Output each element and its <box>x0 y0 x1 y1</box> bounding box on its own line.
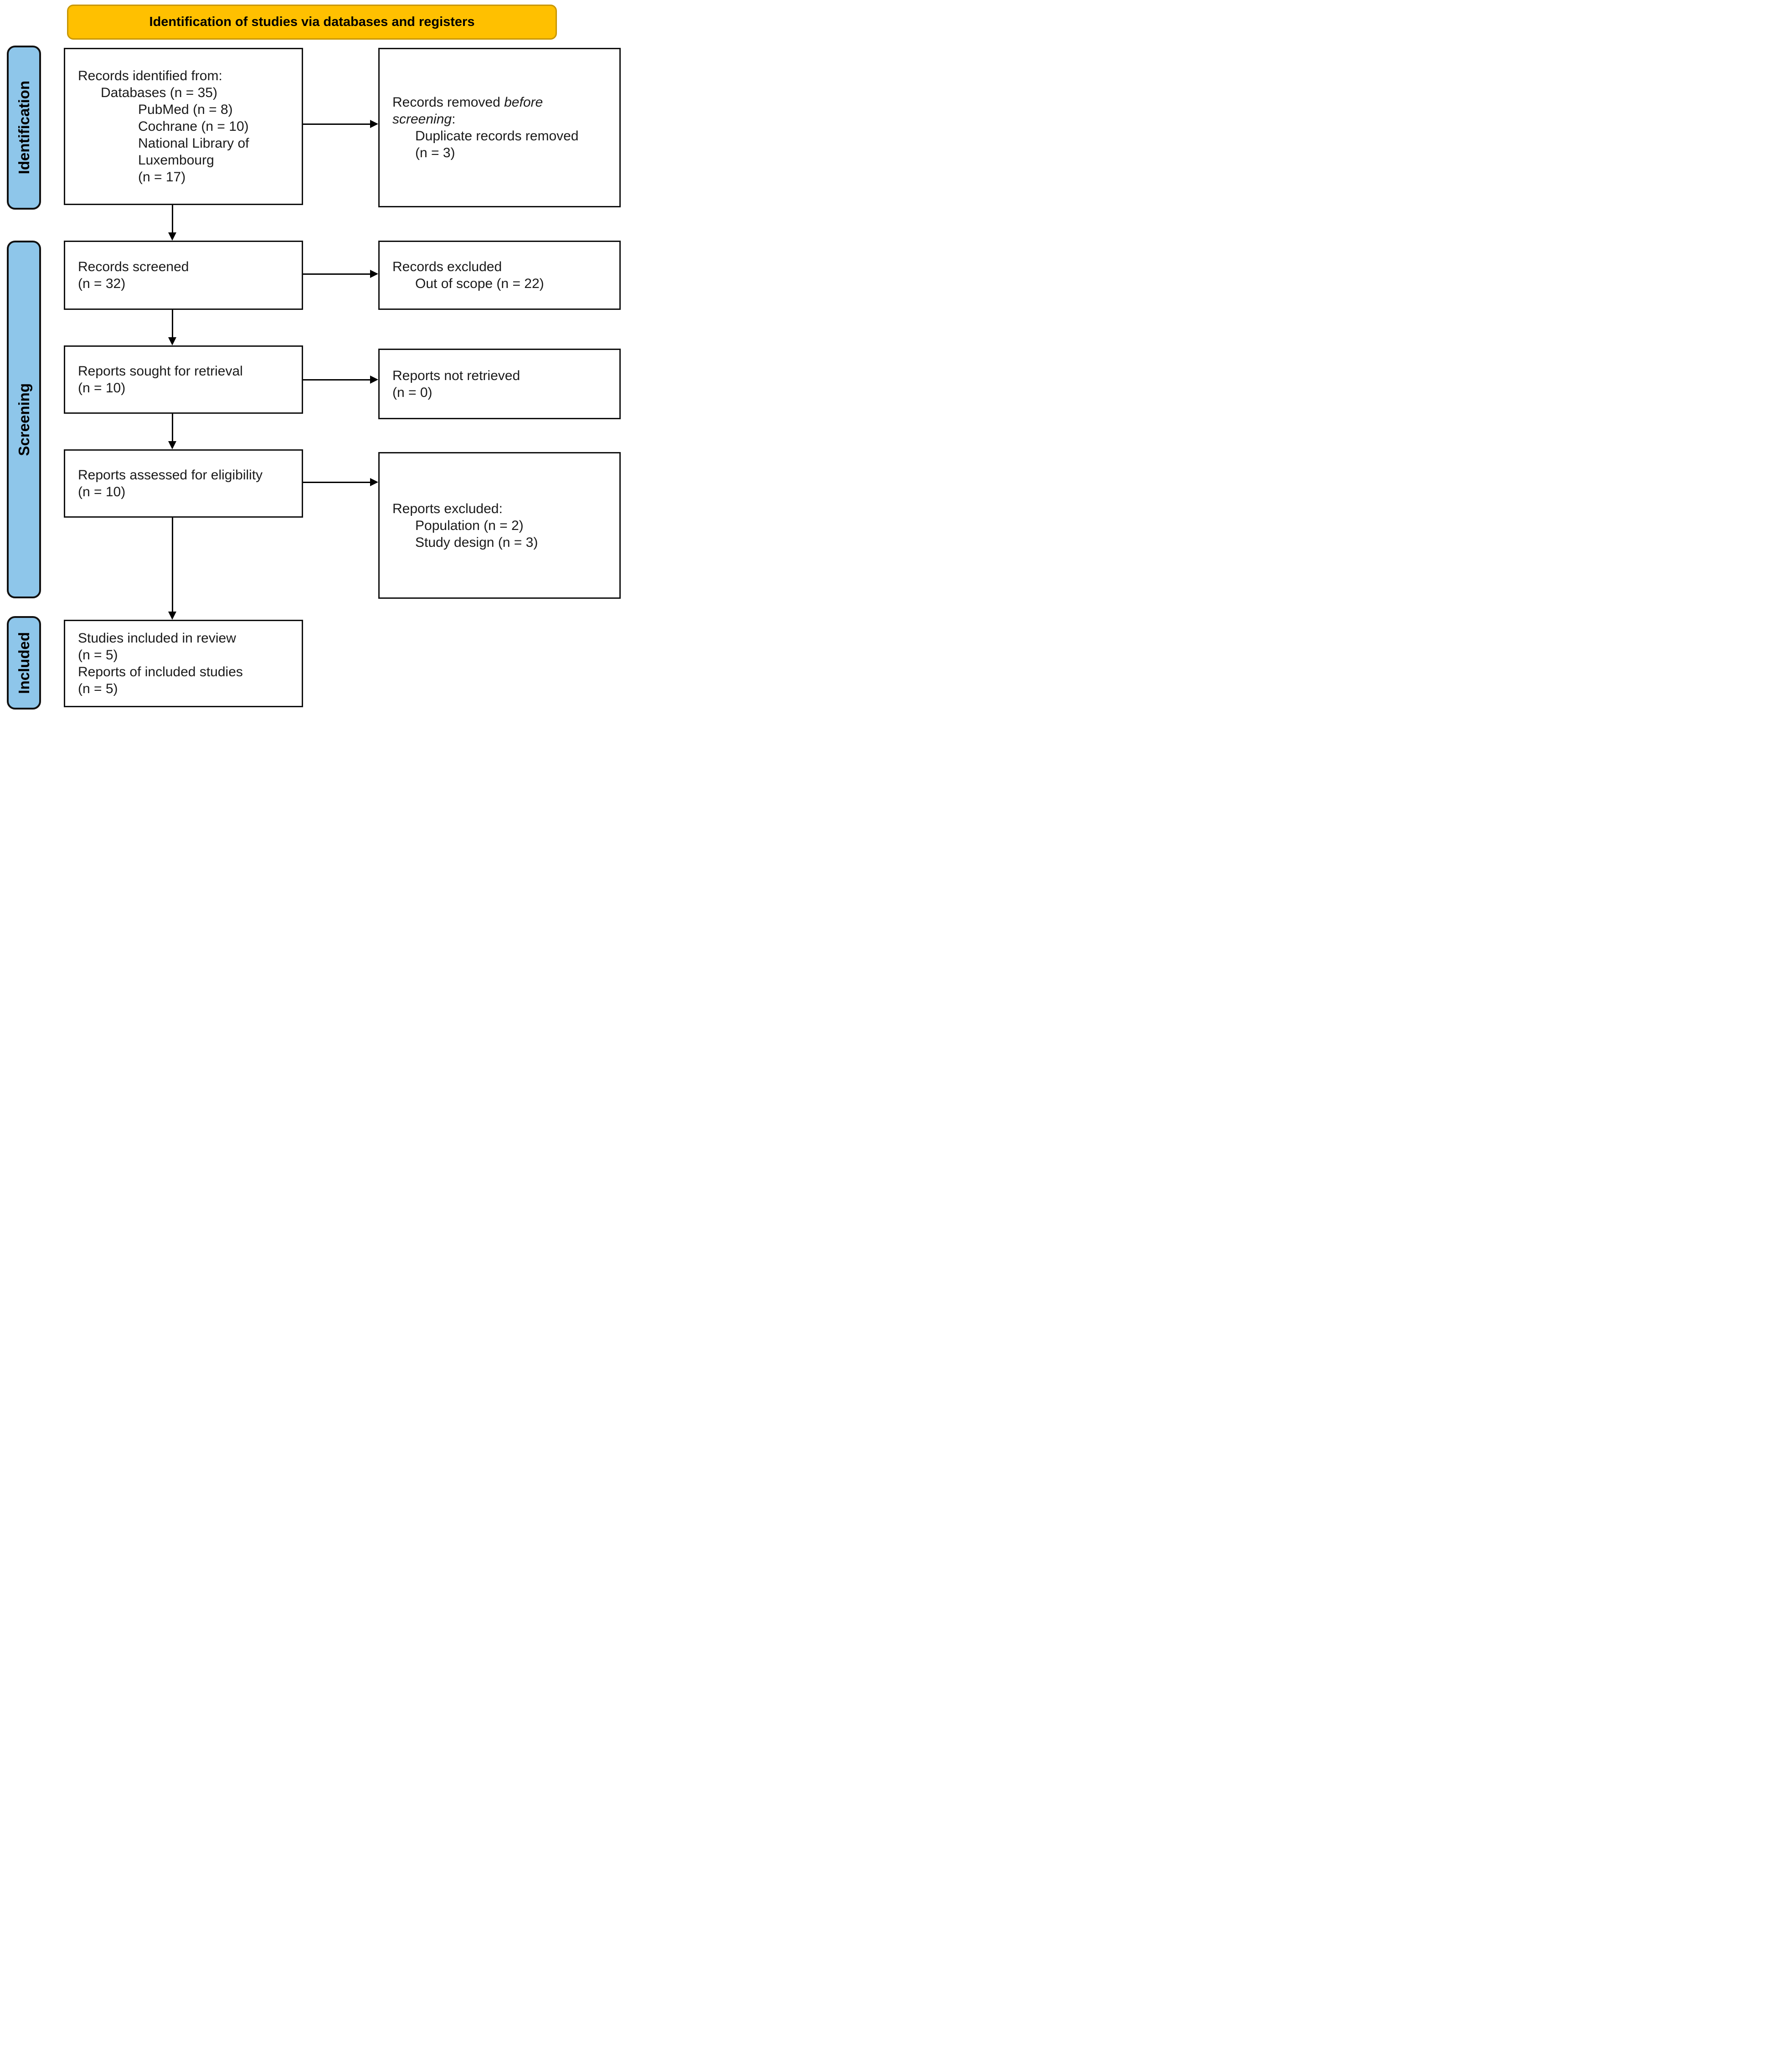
box-records-screened: Records screened (n = 32) <box>64 241 303 310</box>
arrow-head-icon <box>168 232 176 241</box>
title-banner-label: Identification of studies via databases … <box>149 15 475 29</box>
records-identified-library-1: National Library of <box>138 136 249 151</box>
box-studies-included: Studies included in review (n = 5) Repor… <box>64 620 303 707</box>
studies-included-count: (n = 5) <box>78 648 118 663</box>
records-removed-colon: : <box>452 112 456 127</box>
box-records-identified-text: Records identified from: Databases (n = … <box>65 67 302 185</box>
records-excluded-label: Records excluded <box>392 259 502 274</box>
box-records-removed: Records removed before screening: Duplic… <box>378 48 621 207</box>
arrow-head-icon <box>370 375 378 384</box>
box-reports-assessed: Reports assessed for eligibility (n = 10… <box>64 449 303 518</box>
stage-label-included-text: Included <box>15 632 32 694</box>
arrow-line <box>303 123 371 125</box>
arrow-head-icon <box>168 441 176 449</box>
records-removed-duplicates-count: (n = 3) <box>415 145 455 160</box>
box-records-identified: Records identified from: Databases (n = … <box>64 48 303 205</box>
arrow-head-icon <box>370 478 378 486</box>
arrow-line <box>172 414 173 442</box>
stage-label-screening-text: Screening <box>15 383 32 456</box>
box-reports-excluded-text: Reports excluded: Population (n = 2) Stu… <box>380 500 619 551</box>
arrow-head-icon <box>370 120 378 128</box>
stage-label-identification-text: Identification <box>15 81 32 175</box>
box-reports-sought: Reports sought for retrieval (n = 10) <box>64 345 303 414</box>
reports-assessed-label: Reports assessed for eligibility <box>78 468 263 483</box>
studies-included-label: Studies included in review <box>78 631 236 646</box>
records-excluded-out-of-scope: Out of scope (n = 22) <box>415 276 544 291</box>
arrow-line <box>303 379 371 381</box>
reports-excluded-label: Reports excluded: <box>392 501 503 516</box>
arrow-head-icon <box>370 270 378 278</box>
box-records-excluded: Records excluded Out of scope (n = 22) <box>378 241 621 310</box>
stage-label-identification: Identification <box>7 46 41 210</box>
arrow-head-icon <box>168 612 176 620</box>
records-identified-databases: Databases (n = 35) <box>101 85 217 100</box>
records-identified-library-2: Luxembourg <box>138 153 214 168</box>
box-records-removed-text: Records removed before screening: Duplic… <box>380 94 619 161</box>
records-identified-heading: Records identified from: <box>78 68 222 83</box>
prisma-flow-diagram: Identification of studies via databases … <box>0 0 628 719</box>
reports-not-retrieved-label: Reports not retrieved <box>392 368 520 383</box>
box-reports-sought-text: Reports sought for retrieval (n = 10) <box>65 363 302 396</box>
reports-included-label: Reports of included studies <box>78 664 243 679</box>
records-removed-italic-2: screening <box>392 112 452 127</box>
arrow-line <box>303 273 371 275</box>
arrow-line <box>172 518 173 612</box>
stage-label-screening: Screening <box>7 241 41 598</box>
arrow-head-icon <box>168 337 176 345</box>
box-records-excluded-text: Records excluded Out of scope (n = 22) <box>380 258 619 292</box>
box-reports-not-retrieved: Reports not retrieved (n = 0) <box>378 349 621 419</box>
title-banner: Identification of studies via databases … <box>67 5 557 40</box>
records-identified-pubmed: PubMed (n = 8) <box>138 102 233 117</box>
arrow-line <box>303 482 371 483</box>
box-reports-not-retrieved-text: Reports not retrieved (n = 0) <box>380 367 619 401</box>
arrow-line <box>172 310 173 338</box>
records-removed-duplicates: Duplicate records removed <box>415 129 579 144</box>
arrow-line <box>172 205 173 233</box>
box-studies-included-text: Studies included in review (n = 5) Repor… <box>65 630 302 697</box>
records-removed-line-1: Records removed before <box>392 94 611 111</box>
reports-excluded-population: Population (n = 2) <box>415 518 524 533</box>
records-removed-italic-1: before <box>504 95 543 110</box>
reports-sought-count: (n = 10) <box>78 381 126 396</box>
records-identified-cochrane: Cochrane (n = 10) <box>138 119 249 134</box>
reports-not-retrieved-count: (n = 0) <box>392 385 433 400</box>
box-reports-excluded: Reports excluded: Population (n = 2) Stu… <box>378 452 621 599</box>
records-screened-count: (n = 32) <box>78 276 126 291</box>
records-identified-library-count: (n = 17) <box>138 170 186 185</box>
records-removed-line-2: screening: <box>392 111 611 128</box>
reports-excluded-study-design: Study design (n = 3) <box>415 535 538 550</box>
box-reports-assessed-text: Reports assessed for eligibility (n = 10… <box>65 467 302 500</box>
box-records-screened-text: Records screened (n = 32) <box>65 258 302 292</box>
stage-label-included: Included <box>7 616 41 710</box>
records-removed-normal: Records removed <box>392 95 505 110</box>
reports-assessed-count: (n = 10) <box>78 484 126 499</box>
reports-sought-label: Reports sought for retrieval <box>78 364 243 379</box>
records-screened-label: Records screened <box>78 259 189 274</box>
reports-included-count: (n = 5) <box>78 681 118 696</box>
